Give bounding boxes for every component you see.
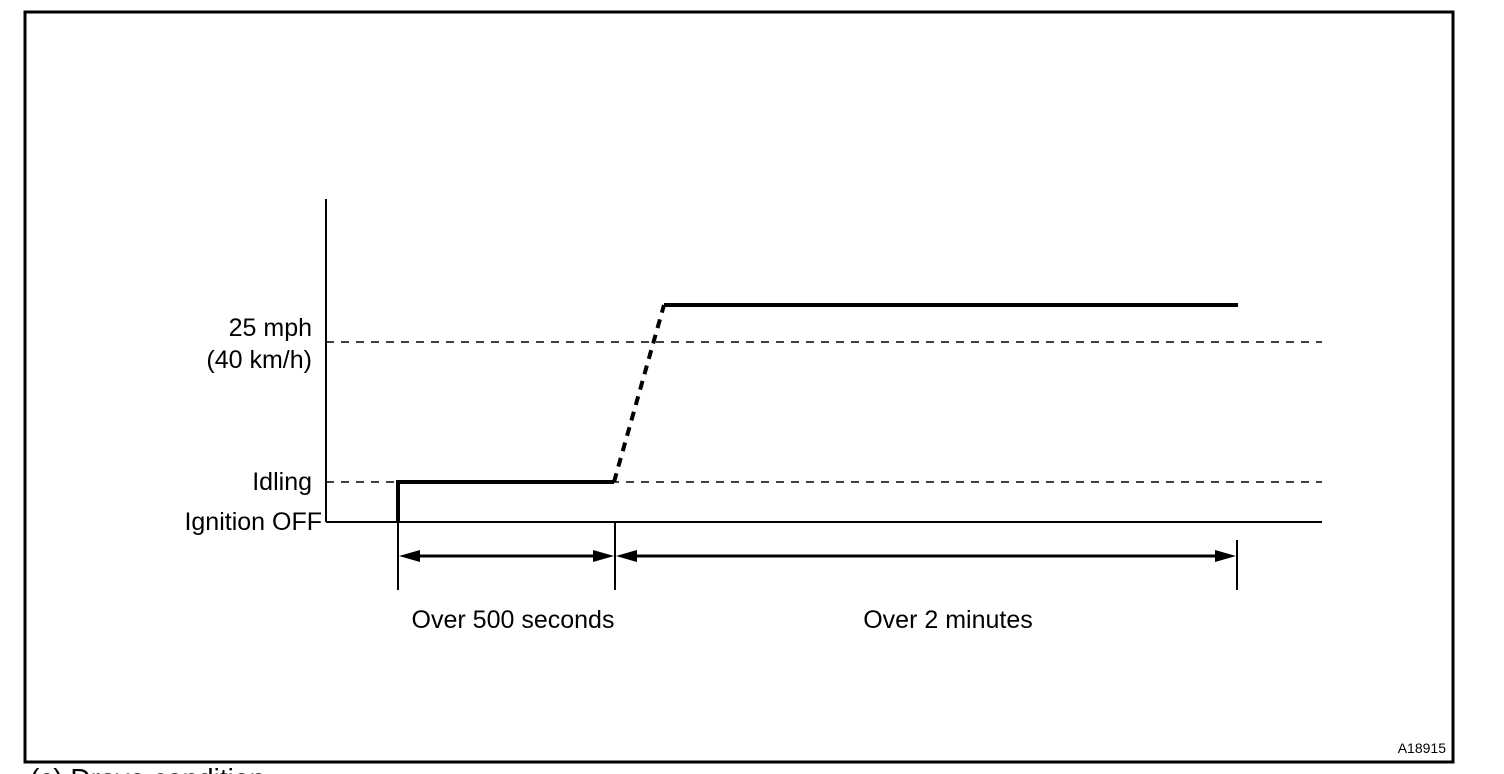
cut-off-page-text: (c) Drove condition <box>30 763 265 774</box>
acceleration-trace-dotted <box>612 304 666 483</box>
speed-level-label-line2: (40 km/h) <box>206 346 312 374</box>
interval-arrow-500-seconds <box>399 550 614 562</box>
interval-label-500-seconds: Over 500 seconds <box>412 606 615 634</box>
ignition-off-level-label: Ignition OFF <box>184 508 322 536</box>
figure-frame <box>23 10 1455 764</box>
idling-trace <box>396 480 614 522</box>
interval-label-2-minutes: Over 2 minutes <box>863 606 1033 634</box>
figure-code: A18915 <box>1398 740 1446 756</box>
speed-level-label-line1: 25 mph <box>229 314 312 342</box>
idling-level-label: Idling <box>252 468 312 496</box>
interval-arrow-2-minutes <box>616 550 1236 562</box>
